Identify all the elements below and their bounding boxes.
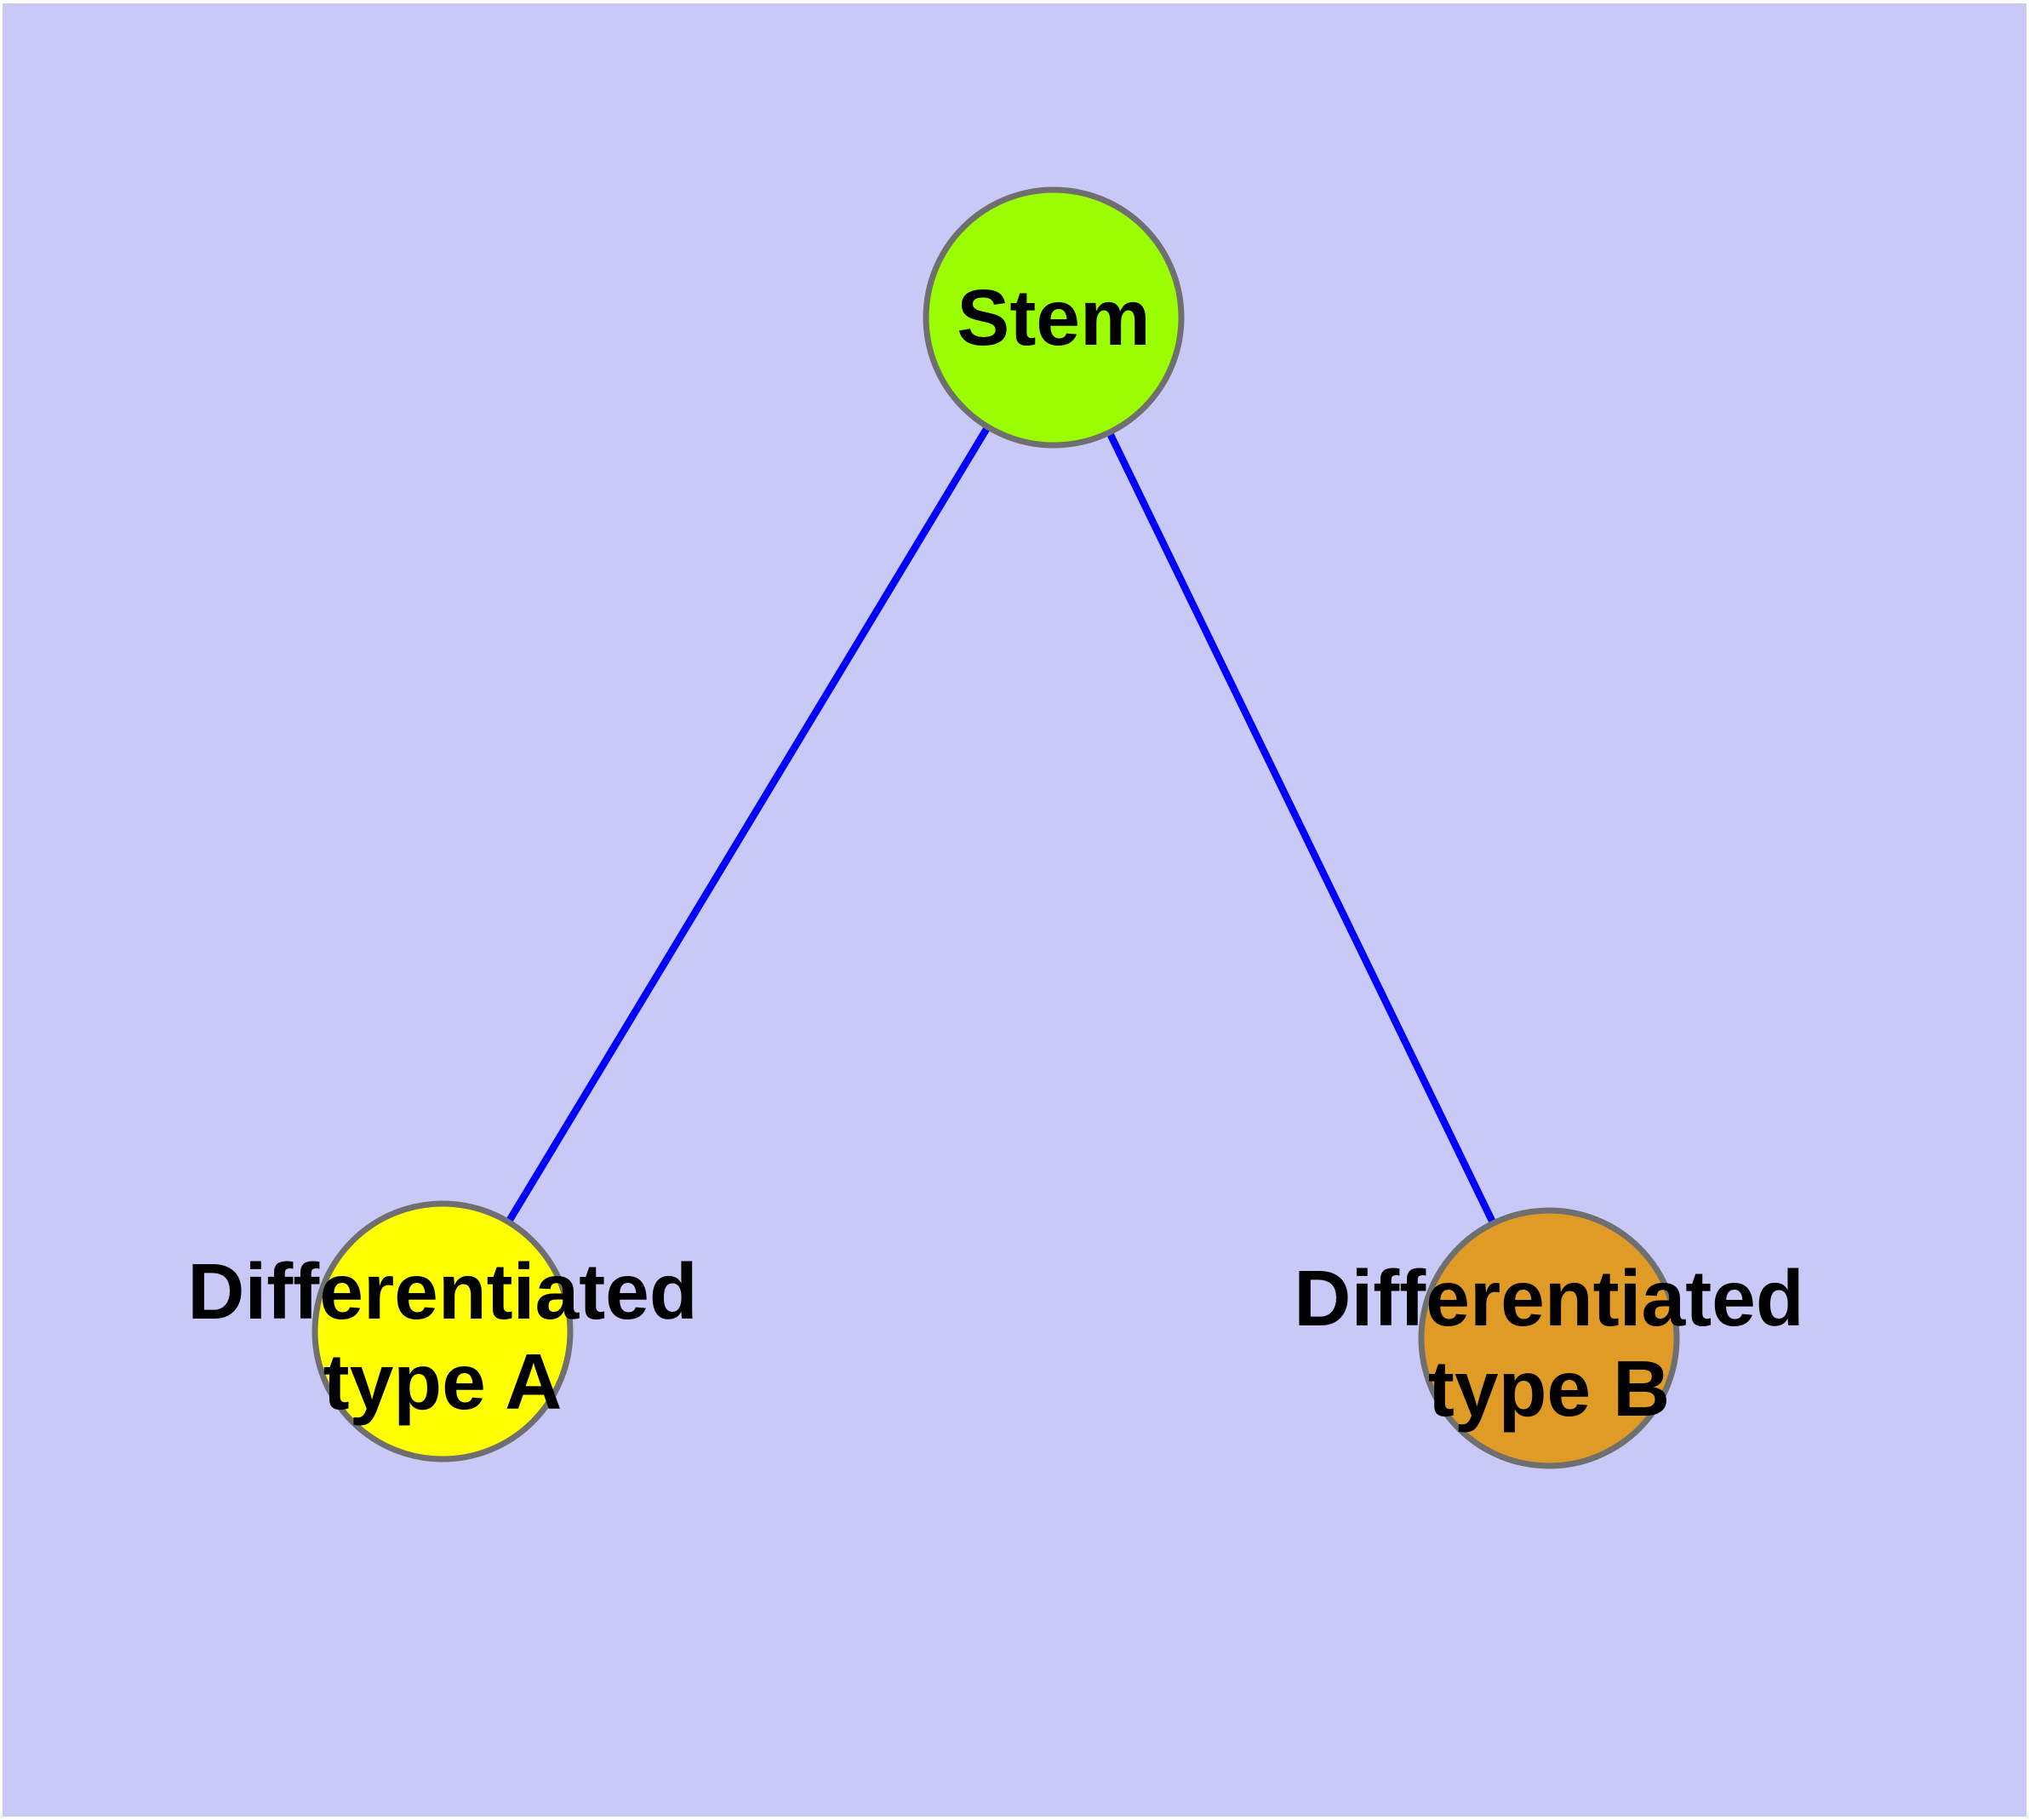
edge-stem-to-type-b	[1050, 316, 1552, 1340]
node-stem	[923, 186, 1185, 449]
node-differentiated-type-a	[311, 1200, 574, 1462]
node-differentiated-type-b	[1418, 1207, 1680, 1469]
edge-stem-to-type-a	[439, 315, 1057, 1334]
